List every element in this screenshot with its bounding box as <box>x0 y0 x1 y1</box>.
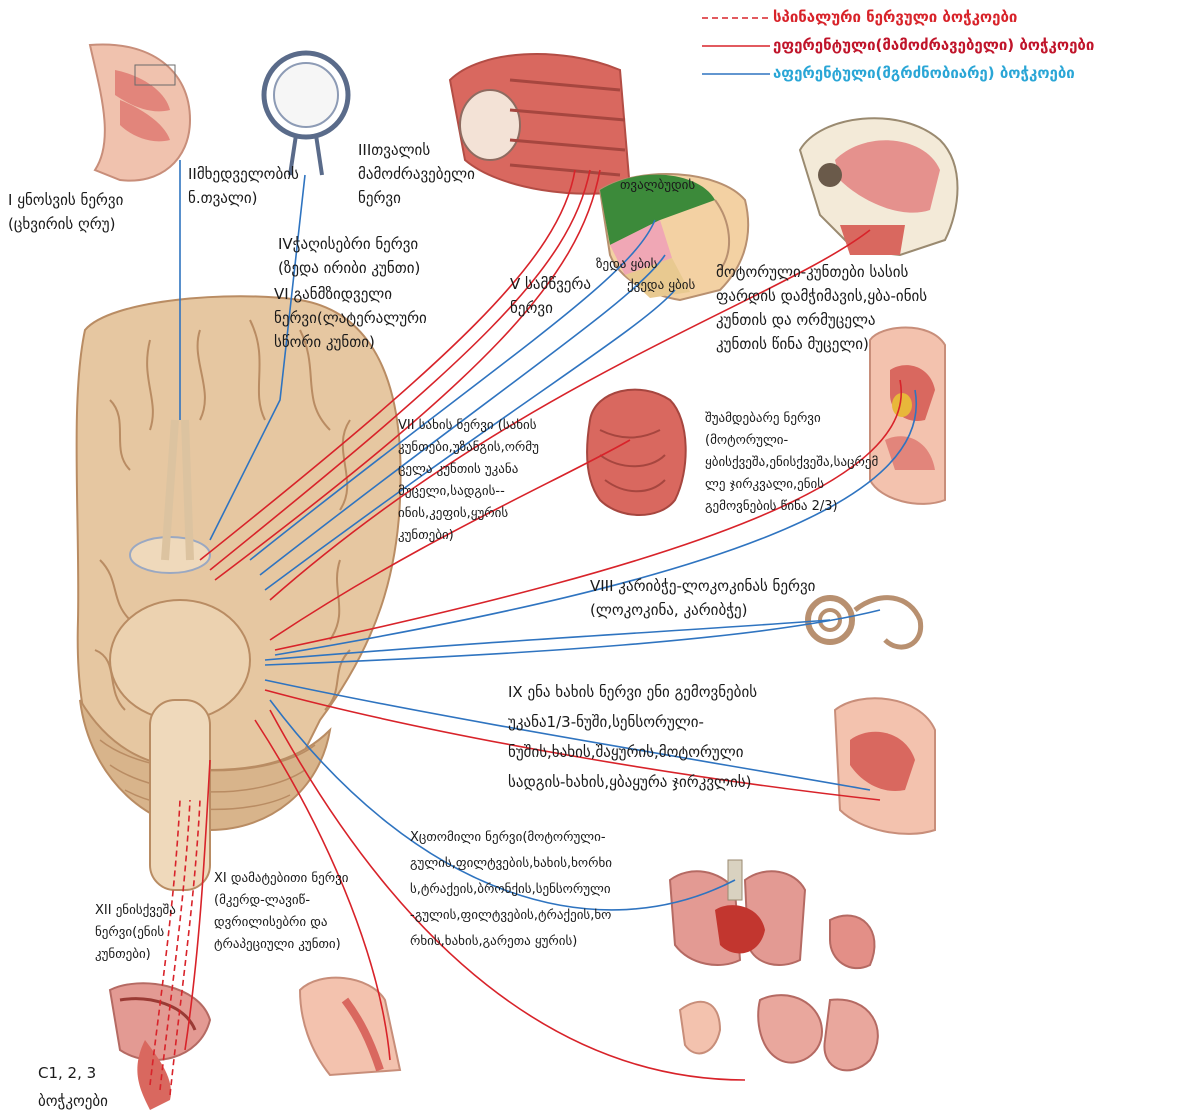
label-motor-muscles-line-1: მოტორული-კუნთები სასის <box>716 260 927 284</box>
label-trochlear: IVჭაღისებრი ნერვი (ზედა ირიბი კუნთი) <box>278 232 420 280</box>
label-optic-line-2: ნ.თვალი) <box>188 186 299 210</box>
eye-illustration <box>264 53 348 175</box>
label-motor-muscles-line-4: კუნთის წინა მუცელი) <box>716 332 927 356</box>
label-abducens: VI განმზიდველი ნერვი(ლატერალური სწორი კუ… <box>274 282 427 354</box>
label-vagus-line-4: -გულის,ფილტვების,ტრაქეის,ხო <box>410 903 612 929</box>
label-vagus-line-1: Xცთომილი ნერვი(მოტორული- <box>410 825 612 851</box>
label-vestibulocochlear-line-1: VIII კარიბჭე-ლოკოკინას ნერვი <box>590 574 815 598</box>
pharynx-illustration <box>835 698 935 834</box>
label-vagus-line-3: ს,ტრაქეის,ბრონქის,სენსორული <box>410 877 612 903</box>
label-trigeminal-line-2: ნერვი <box>510 296 591 320</box>
brain-illustration <box>77 296 401 890</box>
label-facial-line-3: ცელა კუნთის უკანა <box>398 459 539 481</box>
label-intermediate-line-4: ლე ჯირკვალი,ენის <box>705 474 878 496</box>
label-facial: VII სახის ნერვი (სახის კუნთები,უზანგის,ო… <box>398 415 539 547</box>
label-facial-line-6: კუნთები) <box>398 525 539 547</box>
label-eyelid: თვალბუდის <box>620 175 695 197</box>
label-trigeminal: V სამწვერა ნერვი <box>510 272 591 320</box>
facial-muscles-illustration <box>587 390 686 515</box>
label-accessory-line-2: (მკერდ-ლავიწ- <box>214 890 348 912</box>
label-glossopharyngeal: IX ენა ხახის ნერვი ენი გემოვნების უკანა1… <box>508 677 757 797</box>
label-glossopharyngeal-line-3: ნუშის,ხახის,შაყურის,მოტორული <box>508 737 757 767</box>
label-trochlear-line-2: (ზედა ირიბი კუნთი) <box>278 256 420 280</box>
label-vagus-line-2: გულის,ფილტვების,ხახის,ხორხი <box>410 851 612 877</box>
label-abducens-line-1: VI განმზიდველი <box>274 282 427 306</box>
label-cervical-line-1: C1, 2, 3 <box>38 1058 108 1088</box>
label-intermediate-line-5: გემოვნების წინა 2/3) <box>705 496 878 518</box>
label-oculomotor: IIIთვალის მამოძრავებელი ნერვი <box>358 138 475 210</box>
label-abducens-line-2: ნერვი(ლატერალური <box>274 306 427 330</box>
label-oculomotor-line-3: ნერვი <box>358 186 475 210</box>
label-abducens-line-3: სწორი კუნთი) <box>274 330 427 354</box>
eye-muscles-illustration <box>450 54 630 194</box>
legend-spinal-label: სპინალური ნერვული ბოჭკოები <box>773 8 1017 26</box>
label-intermediate: შუამდებარე ნერვი (მოტორული- ყბისქვეშა,ენ… <box>705 408 878 518</box>
label-facial-line-4: მუცელი,სადგის-- <box>398 481 539 503</box>
label-hypoglossal: XII ენისქვეშა ნერვი(ენის კუნთები) <box>95 900 176 966</box>
label-intermediate-line-1: შუამდებარე ნერვი <box>705 408 878 430</box>
label-facial-line-5: ინის,კეფის,ყურის <box>398 503 539 525</box>
label-accessory: XI დამატებითი ნერვი (მკერდ-ლავიწ- დვრილი… <box>214 868 348 956</box>
label-facial-line-2: კუნთები,უზანგის,ორმუ <box>398 437 539 459</box>
label-cervical: C1, 2, 3 ბოჭკოები <box>38 1058 108 1114</box>
label-accessory-line-3: დვრილისებრი და <box>214 912 348 934</box>
label-oculomotor-line-2: მამოძრავებელი <box>358 162 475 186</box>
label-optic-line-1: IIმხედველობის <box>188 162 299 186</box>
label-hypoglossal-line-2: ნერვი(ენის <box>95 922 176 944</box>
legend-afferent-label: აფერენტული(მგრძნობიარე) ბოჭკოები <box>773 64 1075 82</box>
label-hypoglossal-line-3: კუნთები) <box>95 944 176 966</box>
legend <box>702 18 770 74</box>
inner-ear-illustration <box>808 598 921 647</box>
viscera-illustration <box>670 860 878 1070</box>
label-vestibulocochlear: VIII კარიბჭე-ლოკოკინას ნერვი (ლოკოკინა, … <box>590 574 815 622</box>
label-vagus: Xცთომილი ნერვი(მოტორული- გულის,ფილტვების… <box>410 825 612 955</box>
label-motor-muscles: მოტორული-კუნთები სასის ფარდის დამჭიმავის… <box>716 260 927 356</box>
label-olfactory: I ყნოსვის ნერვი (ცხვირის ღრუ) <box>8 188 123 236</box>
label-accessory-line-4: ტრაპეციული კუნთი) <box>214 934 348 956</box>
nasal-cavity-illustration <box>90 44 190 180</box>
label-optic: IIმხედველობის ნ.თვალი) <box>188 162 299 210</box>
label-glossopharyngeal-line-4: სადგის-ხახის,ყბაყურა ჯირკვლის) <box>508 767 757 797</box>
label-intermediate-line-3: ყბისქვეშა,ენისქვეშა,საცრემ <box>705 452 878 474</box>
label-motor-muscles-line-2: ფარდის დამჭიმავის,ყბა-ინის <box>716 284 927 308</box>
label-upper-jaw: ზედა ყბის <box>596 254 657 276</box>
label-trigeminal-line-1: V სამწვერა <box>510 272 591 296</box>
label-vagus-line-5: რხის,ხახის,გარეთა ყურის) <box>410 929 612 955</box>
label-olfactory-line-2: (ცხვირის ღრუ) <box>8 212 123 236</box>
label-vestibulocochlear-line-2: (ლოკოკინა, კარიბჭე) <box>590 598 815 622</box>
label-lower-jaw: ქვედა ყბის <box>627 275 695 297</box>
label-intermediate-line-2: (მოტორული- <box>705 430 878 452</box>
skull-illustration <box>800 118 958 255</box>
label-trochlear-line-1: IVჭაღისებრი ნერვი <box>278 232 420 256</box>
label-motor-muscles-line-3: კუნთის და ორმუცელა <box>716 308 927 332</box>
label-hypoglossal-line-1: XII ენისქვეშა <box>95 900 176 922</box>
label-facial-line-1: VII სახის ნერვი (სახის <box>398 415 539 437</box>
label-olfactory-line-1: I ყნოსვის ნერვი <box>8 188 123 212</box>
label-glossopharyngeal-line-2: უკანა1/3-ნუში,სენსორული- <box>508 707 757 737</box>
legend-efferent-label: ეფერენტული(მამოძრავებელი) ბოჭკოები <box>773 36 1094 54</box>
label-accessory-line-1: XI დამატებითი ნერვი <box>214 868 348 890</box>
label-cervical-line-2: ბოჭკოები <box>38 1088 108 1114</box>
label-glossopharyngeal-line-1: IX ენა ხახის ნერვი ენი გემოვნების <box>508 677 757 707</box>
label-oculomotor-line-1: IIIთვალის <box>358 138 475 162</box>
